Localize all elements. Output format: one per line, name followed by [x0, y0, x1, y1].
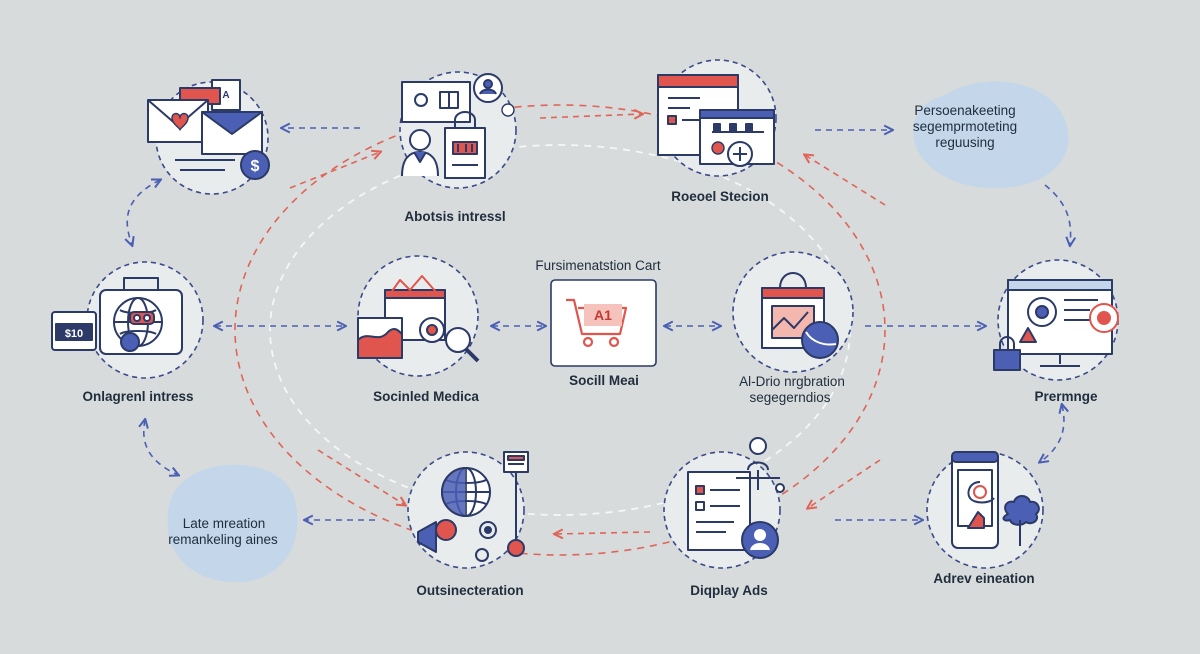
cart-box	[550, 279, 657, 367]
arrow-cycle-top-left	[289, 152, 380, 189]
email-campaign-icon: A $	[147, 79, 270, 180]
label-late-2: remankeling aines	[168, 532, 278, 547]
svg-text:$10: $10	[65, 328, 83, 340]
arrow-personalized-premium	[1044, 184, 1071, 245]
blob-personalized	[913, 81, 1069, 189]
user-profile-icon	[401, 73, 515, 179]
arrow-cycle-bottom-left	[317, 449, 405, 505]
label-cart: Socill Meai	[569, 373, 639, 388]
online-shopping-globe-icon: $10	[51, 277, 183, 355]
label-personalized-3: reguusing	[935, 135, 995, 150]
label-interests: Abotsis intressl	[404, 209, 506, 224]
label-ai-2: segegerndios	[749, 390, 831, 405]
document-ads-icon	[687, 437, 785, 559]
arrow-online-late	[144, 420, 178, 475]
label-personalized-1: Persoenakeeting	[914, 103, 1016, 118]
label-display-ads: Diqplay Ads	[690, 583, 768, 598]
label-personalized-2: segemprmoteting	[912, 119, 1018, 134]
label-online: Onlagrenl intress	[82, 389, 194, 404]
mobile-app-icon	[951, 451, 1040, 549]
connector-arrows	[127, 114, 1070, 534]
ai-analytics-icon	[761, 272, 839, 359]
label-outsinecter: Outsinecteration	[416, 583, 524, 598]
arrow-cycle-bottom-right	[808, 459, 881, 508]
analytics-search-icon	[357, 275, 480, 363]
arrow-cycle-top-right	[805, 155, 886, 206]
label-late-1: Late mreation	[182, 516, 266, 531]
label-recommendation: Roeoel Stecion	[671, 189, 769, 204]
monitor-target-icon	[993, 279, 1119, 371]
svg-text:A: A	[222, 90, 229, 101]
label-ai-1: Al-Drio nrgbration	[739, 374, 845, 389]
svg-text:$: $	[251, 158, 260, 175]
arrow-display-to-outsinecter	[555, 532, 651, 534]
label-adrev: Adrev eineation	[933, 571, 1035, 586]
arrow-email-online	[127, 180, 160, 245]
arrow-interests-to-recommendation	[539, 114, 642, 118]
globe-network-icon	[417, 451, 529, 562]
label-social-media: Socinled Medica	[373, 389, 479, 404]
label-premium: Prermnge	[1034, 389, 1098, 404]
blob-late	[167, 464, 298, 583]
cart-badge: A1	[594, 307, 612, 323]
browser-dashboard-icon	[657, 74, 775, 167]
cart-title: Fursimenatstion Cart	[535, 258, 661, 273]
background-blobs	[167, 81, 1069, 583]
arrow-premium-adrev	[1040, 405, 1064, 462]
outer-cycle-red	[234, 104, 886, 556]
